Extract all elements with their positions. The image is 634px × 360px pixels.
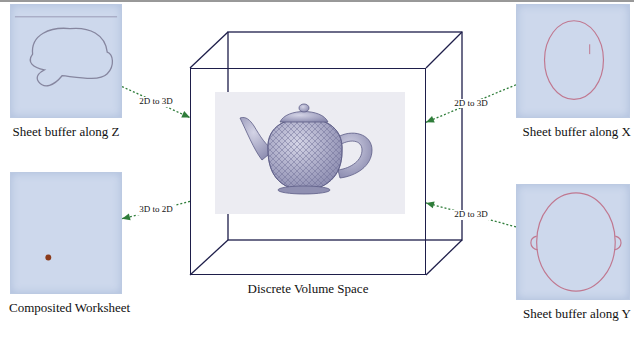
dotted-connector [426,85,516,123]
panel-caption: Composited Worksheet [9,301,130,316]
edge-label: 3D to 2D [137,205,175,215]
volume-cube: Discrete Volume Space [190,68,426,275]
sheet-sketch [11,5,121,117]
sheet-sketch [517,5,629,117]
sheet-buffer: Sheet buffer along Z [10,4,122,118]
panel-caption: Sheet buffer along X [523,125,631,140]
top-rule [0,1,634,2]
teapot-backdrop [215,92,405,214]
panel-caption: Sheet buffer along Y [523,307,631,322]
edge-label: 2D to 3D [137,97,175,107]
panel-caption: Sheet buffer along Z [13,125,120,140]
edge-label: 2D to 3D [452,210,490,220]
sheet-buffer: Composited Worksheet [10,172,122,294]
dotted-connector [122,87,190,118]
sheet-buffer: Sheet buffer along Y [516,184,630,300]
sheet-buffer: Sheet buffer along X [516,4,630,118]
dotted-connector [426,202,516,227]
edge-label: 2D to 3D [452,99,490,109]
sheet-sketch [11,173,121,293]
panel-caption: Discrete Volume Space [248,282,369,297]
teapot [240,104,372,194]
cube-outline [190,32,462,275]
sheet-sketch [517,185,629,299]
dotted-connector [122,201,190,220]
